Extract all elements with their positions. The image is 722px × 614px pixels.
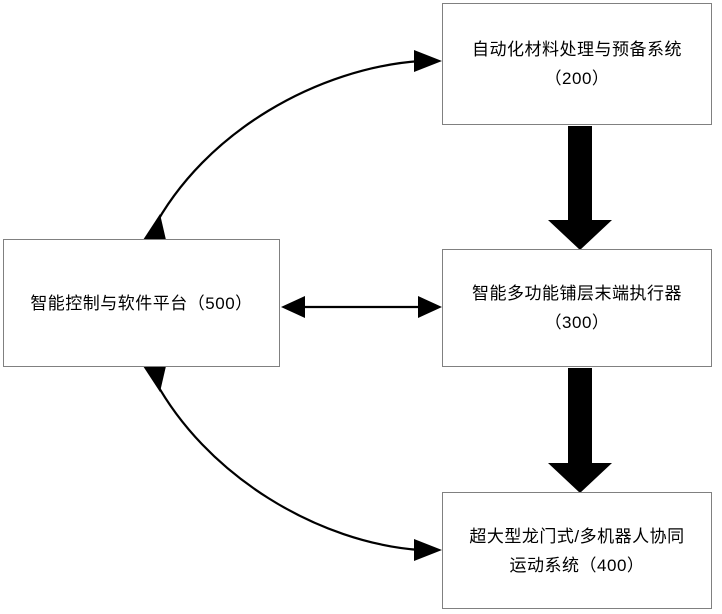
edge-500-200 <box>143 50 442 240</box>
node-label-400: 超大型龙门式/多机器人协同 运动系统（400） <box>469 526 685 575</box>
node-intelligent-control-software-platform[interactable]: 智能控制与软件平台（500） <box>3 239 280 367</box>
node-automated-material-handling[interactable]: 自动化材料处理与预备系统 （200） <box>442 3 712 125</box>
node-multifunction-layup-end-effector[interactable]: 智能多功能铺层末端执行器 （300） <box>442 249 712 367</box>
edge-200-300 <box>548 126 612 250</box>
node-label-500: 智能控制与软件平台（500） <box>30 293 253 313</box>
edge-500-300 <box>281 296 442 318</box>
node-label-300: 智能多功能铺层末端执行器 （300） <box>472 284 682 332</box>
edge-300-400 <box>548 368 612 493</box>
node-gantry-multirobot-motion-system[interactable]: 超大型龙门式/多机器人协同 运动系统（400） <box>442 492 712 609</box>
node-label-200: 自动化材料处理与预备系统 （200） <box>472 40 682 88</box>
edge-500-400 <box>143 366 442 561</box>
